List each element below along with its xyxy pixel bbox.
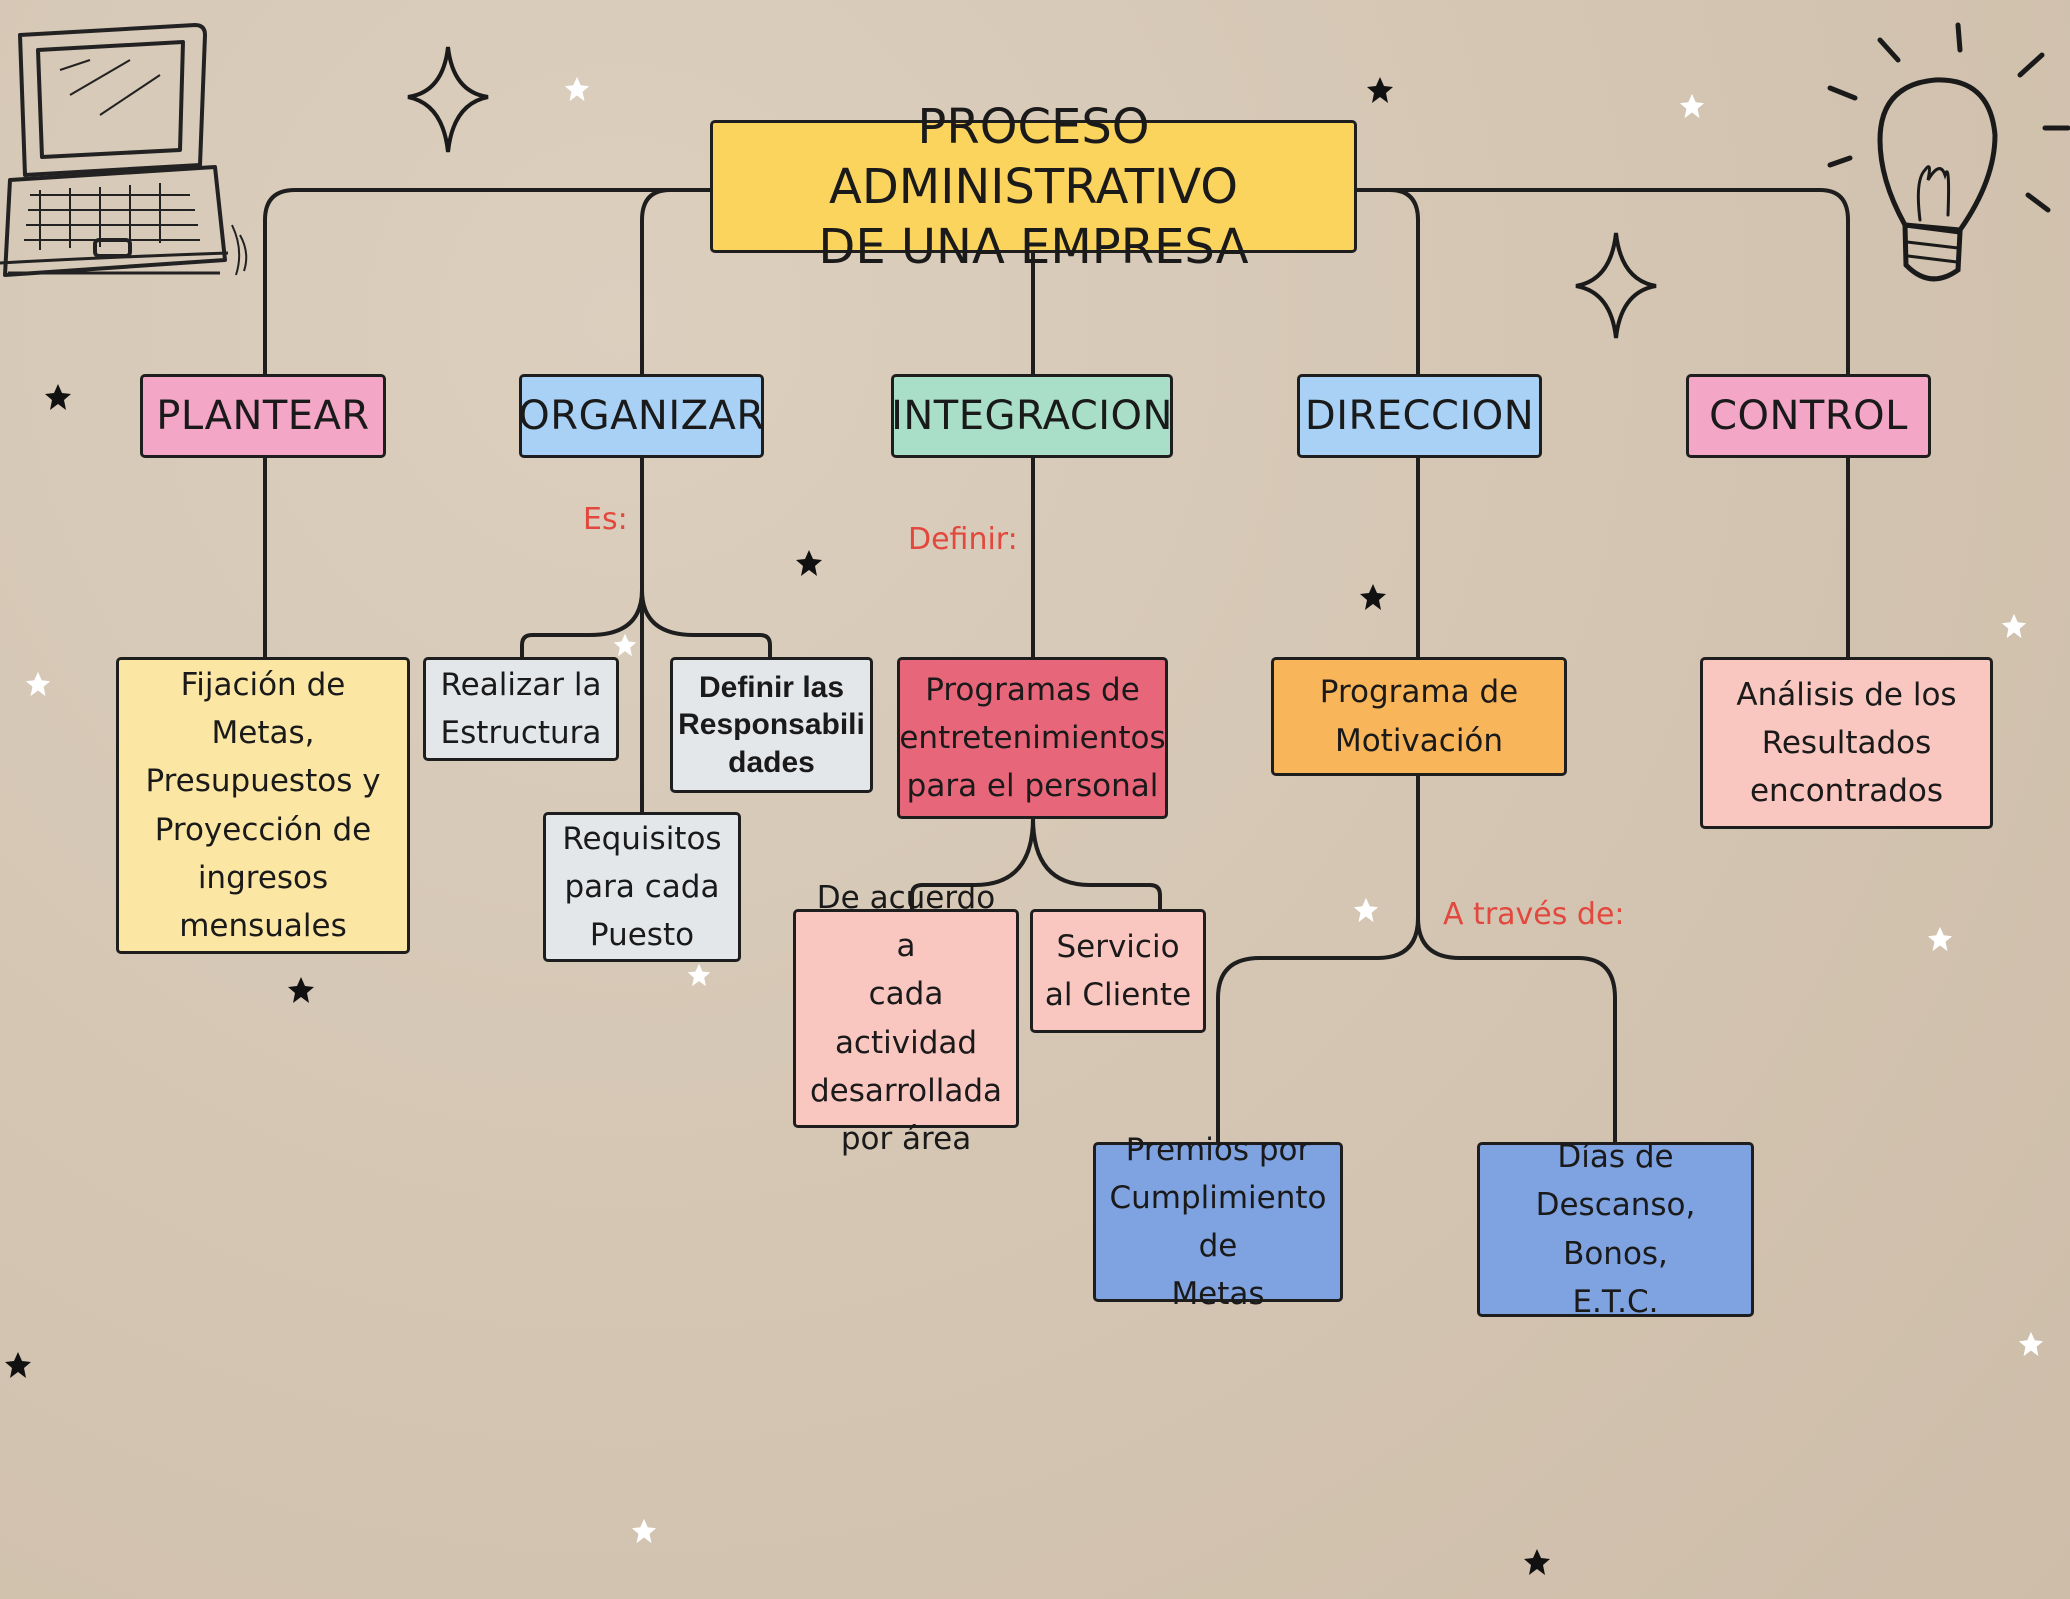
star-icon [45, 384, 71, 410]
title-box: PROCESO ADMINISTRATIVO DE UNA EMPRESA [710, 99, 1357, 275]
category-organizar: ORGANIZAR [518, 374, 764, 458]
star-icon [796, 550, 822, 576]
category-direccion: DIRECCION [1297, 374, 1542, 458]
category-integracion: INTEGRACION [891, 374, 1173, 458]
star-icon [2018, 1331, 2044, 1357]
integracion-servicio: Servicio al Cliente [1030, 909, 1206, 1033]
star-icon [564, 76, 590, 102]
star-icon [25, 671, 51, 697]
star-icon [1927, 926, 1953, 952]
control-analisis: Análisis de los Resultados encontrados [1700, 657, 1993, 829]
label-definir: Definir: [908, 522, 1018, 557]
sparkle-icon [1575, 232, 1657, 339]
star-icon [5, 1352, 31, 1378]
plantear-detail: Fijación de Metas, Presupuestos y Proyec… [116, 657, 410, 954]
organizar-estructura: Realizar la Estructura [423, 657, 619, 761]
sparkle-icon [407, 46, 489, 153]
star-icon [687, 963, 711, 987]
category-control: CONTROL [1686, 374, 1931, 458]
label-es: Es: [583, 502, 628, 537]
star-icon [1360, 584, 1386, 610]
star-icon [1679, 93, 1705, 119]
star-icon [631, 1518, 657, 1544]
star-icon [1524, 1549, 1550, 1575]
laptop-icon [0, 23, 248, 277]
organizar-responsabilidades: Definir las Responsabili dades [670, 657, 873, 793]
lightbulb-icon [1827, 22, 2070, 282]
label-a-traves-de: A través de: [1443, 897, 1625, 932]
category-plantear: PLANTEAR [140, 374, 386, 458]
integracion-programas: Programas de entretenimientos para el pe… [897, 657, 1168, 819]
star-icon [288, 977, 314, 1003]
direccion-descanso: Días de Descanso, Bonos, E.T.C. [1477, 1139, 1754, 1320]
integracion-actividad: De acuerdo a cada actividad desarrollada… [793, 880, 1019, 1157]
direccion-motivacion: Programa de Motivación [1271, 657, 1567, 776]
star-icon [1353, 897, 1379, 923]
star-icon [2001, 613, 2027, 639]
direccion-premios: Premios por Cumplimiento de Metas [1093, 1132, 1343, 1312]
star-icon [1367, 77, 1393, 103]
star-icon [613, 633, 637, 657]
organizar-requisitos: Requisitos para cada Puesto [543, 812, 741, 962]
